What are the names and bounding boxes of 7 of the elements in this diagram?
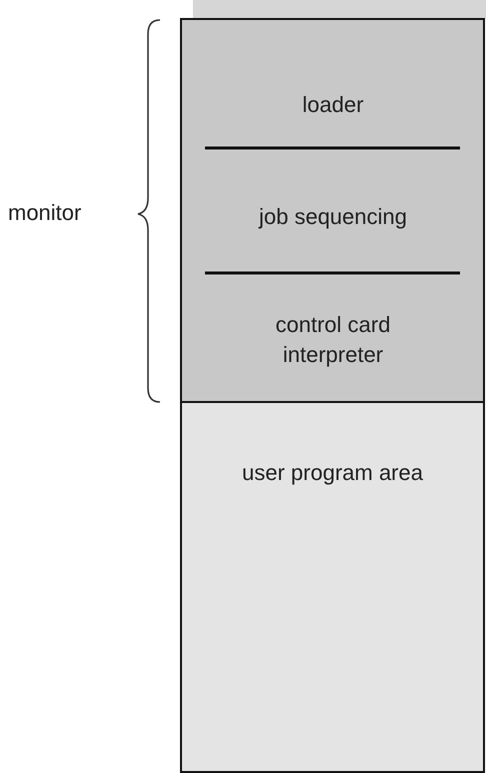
section-label: control card interpreter <box>274 311 392 369</box>
section-label: job sequencing <box>258 203 407 231</box>
memory-region <box>180 18 485 403</box>
region-label: monitor <box>8 199 82 227</box>
section-label: user program area <box>242 459 423 487</box>
section-label: loader <box>302 91 364 119</box>
memory-region <box>180 401 485 773</box>
